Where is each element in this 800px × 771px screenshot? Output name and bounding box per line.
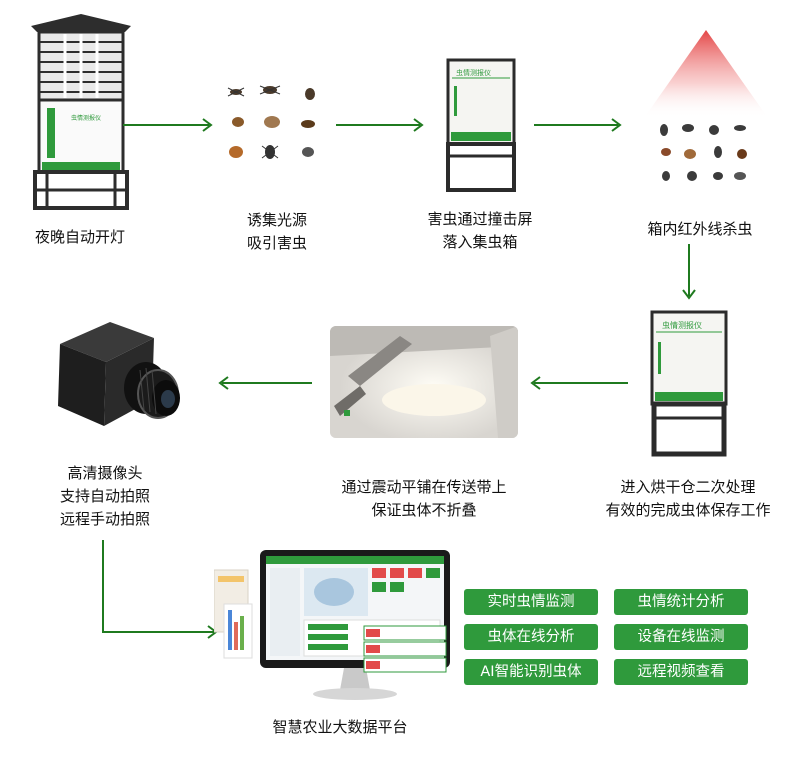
step1-caption: 夜晚自动开灯 (10, 226, 150, 249)
step4-caption: 箱内红外线杀虫 (620, 218, 780, 241)
device-label-2: 虫情测报仪 (662, 321, 702, 330)
step2-caption: 诱集光源 吸引害虫 (207, 209, 347, 255)
feature-badge-ai-recognition: AI智能识别虫体 (464, 659, 598, 685)
svg-text:虫情测报仪: 虫情测报仪 (71, 114, 101, 122)
step3-line2: 落入集虫箱 (442, 233, 518, 251)
step5-caption: 进入烘干仓二次处理 有效的完成虫体保存工作 (588, 476, 788, 522)
step6-line2: 保证虫体不折叠 (371, 501, 477, 519)
feature-badge-remote-video: 远程视频查看 (614, 659, 748, 685)
step5-line2: 有效的完成虫体保存工作 (605, 501, 771, 519)
infrared-kill-image (636, 30, 776, 190)
step7-caption: 高清摄像头 支持自动拍照 远程手动拍照 (40, 462, 170, 531)
arrow-elbow-1 (102, 540, 218, 639)
hd-camera-image (54, 318, 184, 438)
feature-badge-realtime-monitor: 实时虫情监测 (464, 589, 598, 615)
arrow-left-2 (218, 376, 312, 390)
device-label-1: 虫情测报仪 (456, 69, 491, 77)
feature-badge-statistics: 虫情统计分析 (614, 589, 748, 615)
step7-line3: 远程手动拍照 (59, 510, 150, 528)
step7-line1: 高清摄像头 (67, 464, 143, 482)
arrow-right-3 (534, 118, 622, 132)
step8-line1: 智慧农业大数据平台 (272, 718, 408, 736)
feature-badge-device-monitor: 设备在线监测 (614, 624, 748, 650)
step3-caption: 害虫通过撞击屏 落入集虫箱 (410, 208, 550, 254)
step3-line1: 害虫通过撞击屏 (427, 210, 533, 228)
step1-line1: 夜晚自动开灯 (34, 228, 125, 246)
step8-caption: 智慧农业大数据平台 (250, 716, 430, 739)
step5-line1: 进入烘干仓二次处理 (620, 478, 756, 496)
drying-chamber-device-image: 虫情测报仪 (648, 308, 730, 458)
step7-line2: 支持自动拍照 (59, 487, 150, 505)
step4-line1: 箱内红外线杀虫 (647, 220, 753, 238)
insects-image (222, 82, 328, 164)
step6-line1: 通过震动平铺在传送带上 (341, 478, 507, 496)
feature-badge-online-analysis: 虫体在线分析 (464, 624, 598, 650)
impact-screen-device-image: 虫情测报仪 (444, 56, 518, 194)
platform-monitor-image (213, 546, 450, 702)
arrow-right-1 (123, 118, 213, 132)
step2-line1: 诱集光源 (246, 211, 307, 229)
conveyor-belt-image (330, 326, 518, 438)
light-trap-tower-image: 虫情测报仪 (25, 12, 137, 212)
arrow-down-1 (682, 244, 696, 300)
arrow-right-2 (336, 118, 424, 132)
step6-caption: 通过震动平铺在传送带上 保证虫体不折叠 (312, 476, 536, 522)
step2-line2: 吸引害虫 (246, 234, 307, 252)
arrow-left-1 (530, 376, 628, 390)
